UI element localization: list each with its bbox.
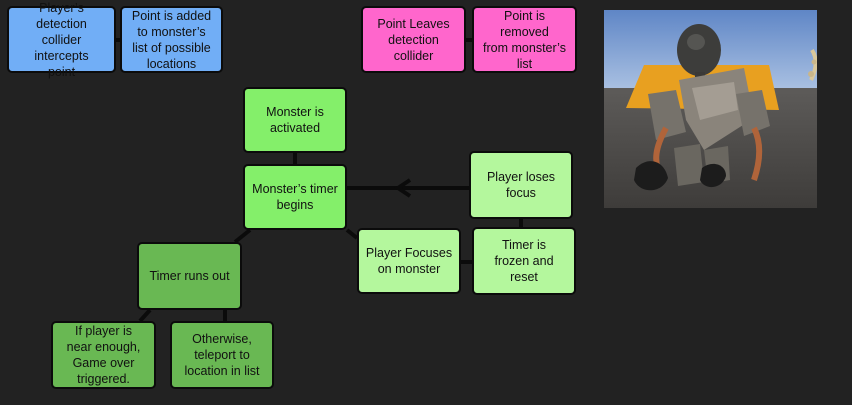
node-label: Player Focuses on monster (365, 246, 453, 276)
connector-timer-to-runsout (233, 228, 252, 244)
connector-runsout-to-gameover (138, 308, 152, 323)
node-label: Timer is frozen and reset (494, 238, 554, 284)
node-point-leaves: Point Leaves detection collider (361, 6, 466, 73)
node-label: Player loses focus (486, 170, 556, 200)
node-label: Point Leaves detection collider (377, 16, 450, 63)
monster-render-image (604, 10, 817, 208)
node-game-over: If player is near enough, Game over trig… (51, 321, 156, 389)
node-player-loses-focus: Player loses focus (469, 151, 573, 219)
node-player-focuses-on-monster: Player Focuses on monster (357, 228, 461, 294)
connector-timer-to-focuses (345, 228, 359, 240)
arrowhead-losesfocus (394, 178, 412, 198)
node-label: Monster’s timer begins (252, 182, 338, 212)
node-label: If player is near enough, Game over trig… (66, 324, 141, 386)
node-timer-frozen-reset: Timer is frozen and reset (472, 227, 576, 295)
node-teleport: Otherwise, teleport to location in list (170, 321, 274, 389)
node-label: Monster is activated (266, 105, 324, 135)
node-label: Timer runs out (149, 269, 230, 283)
node-label: Player’s detection collider intercepts p… (34, 0, 89, 79)
node-label: Otherwise, teleport to location in list (184, 332, 260, 378)
node-monster-activated: Monster is activated (243, 87, 347, 153)
node-label: Point is removed from monster’s list (483, 8, 566, 71)
node-monster-timer-begins: Monster’s timer begins (243, 164, 347, 230)
node-player-detection-intercepts: Player’s detection collider intercepts p… (7, 1, 116, 79)
node-timer-runs-out: Timer runs out (137, 242, 242, 310)
node-point-removed: Point is removed from monster’s list (472, 6, 577, 73)
node-label: Point is added to monster’s list of poss… (131, 8, 212, 71)
node-point-added: Point is added to monster’s list of poss… (120, 6, 223, 73)
